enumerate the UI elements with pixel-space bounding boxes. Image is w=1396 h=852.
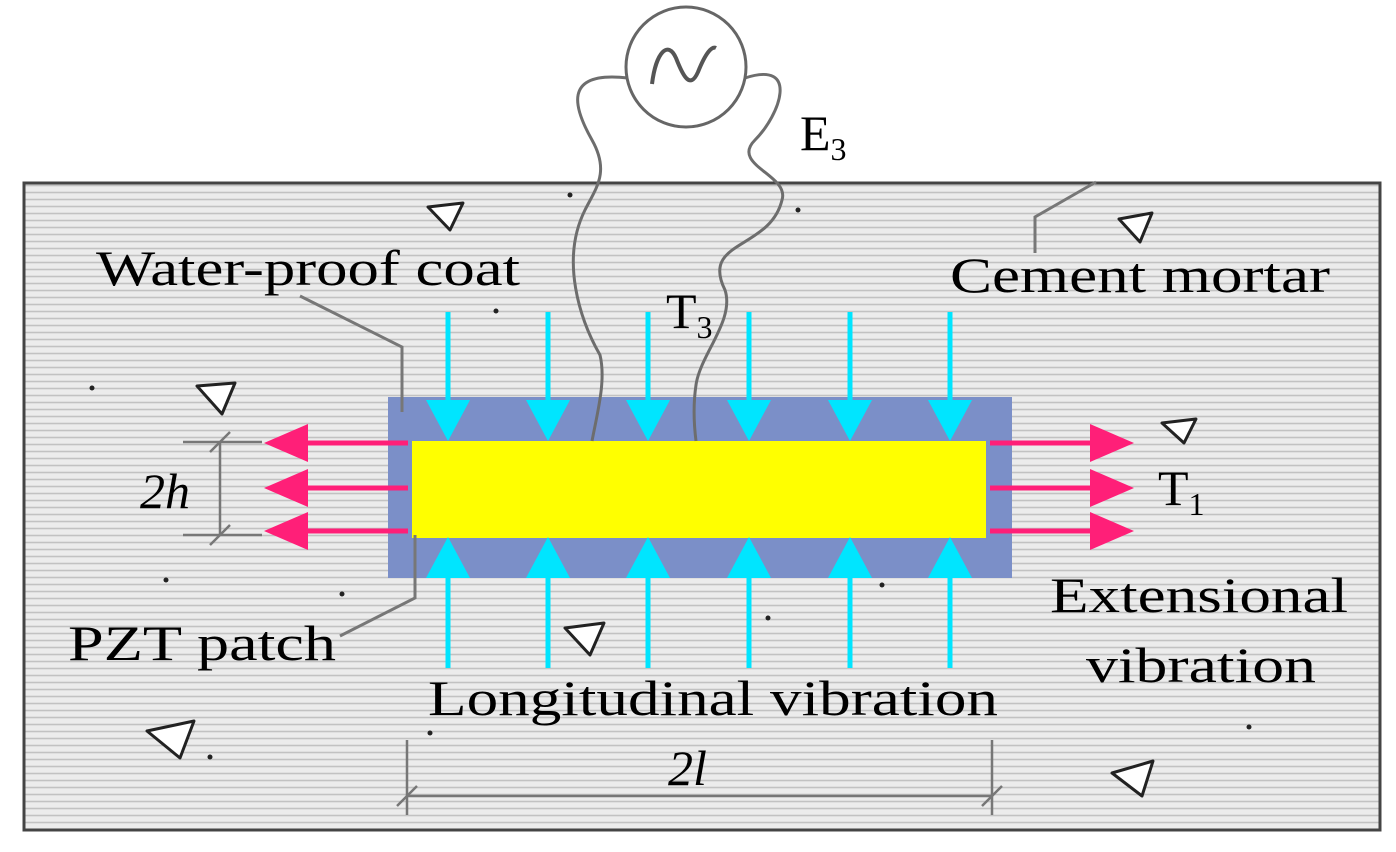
arrow-left — [264, 424, 408, 462]
arrow-right — [990, 512, 1134, 550]
length-dimension — [396, 740, 1003, 815]
arrow-up — [828, 537, 872, 668]
arrow-right — [990, 469, 1134, 507]
label-cement-mortar: Cement mortar — [950, 247, 1330, 303]
label-extensional-line1: Extensional — [1050, 567, 1348, 623]
aggregate-triangle-icon — [1110, 759, 1155, 798]
arrow-right — [990, 424, 1134, 462]
label-longitudinal-vibration: Longitudinal vibration — [428, 670, 998, 726]
cement-mortar-leader — [1033, 180, 1097, 253]
wire-left — [571, 75, 629, 442]
arrow-down — [526, 312, 570, 441]
arrow-up — [526, 537, 570, 668]
extensional-arrows — [264, 424, 1134, 550]
arrow-up — [626, 537, 670, 668]
label-2l: 2l — [668, 740, 707, 796]
label-water-proof-coat: Water-proof coat — [96, 240, 520, 296]
arrow-left — [264, 469, 408, 507]
aggregate-triangle-icon — [1117, 211, 1154, 244]
label-t3: T3 — [666, 283, 713, 345]
pzt-patch-leader — [339, 535, 417, 638]
aggregate-triangles — [145, 201, 1198, 798]
label-pzt-patch: PZT patch — [68, 615, 336, 671]
arrow-left — [264, 512, 408, 550]
arrow-up — [727, 537, 771, 668]
label-extensional-line2: vibration — [1086, 637, 1316, 693]
arrow-up — [928, 537, 972, 668]
label-e3: E3 — [800, 105, 847, 167]
aggregate-triangle-icon — [1160, 417, 1198, 445]
pzt-patch — [412, 441, 986, 538]
aggregate-triangle-icon — [426, 201, 465, 232]
longitudinal-arrows — [426, 312, 972, 668]
arrow-down — [828, 312, 872, 441]
arrow-up — [426, 537, 470, 668]
ac-source-icon — [624, 5, 748, 129]
aggregate-triangle-icon — [563, 621, 606, 657]
mortar-dots — [89, 192, 1252, 760]
thickness-dimension — [183, 431, 262, 546]
label-2h: 2h — [140, 463, 190, 519]
arrow-down — [928, 312, 972, 441]
wire-right — [692, 73, 785, 442]
aggregate-triangle-icon — [145, 719, 196, 760]
label-t1: T1 — [1158, 460, 1205, 522]
arrow-down — [626, 312, 670, 441]
arrow-down — [727, 312, 771, 441]
aggregate-triangle-icon — [195, 381, 237, 416]
arrow-down — [426, 312, 470, 441]
water-proof-coat-leader — [299, 294, 404, 412]
